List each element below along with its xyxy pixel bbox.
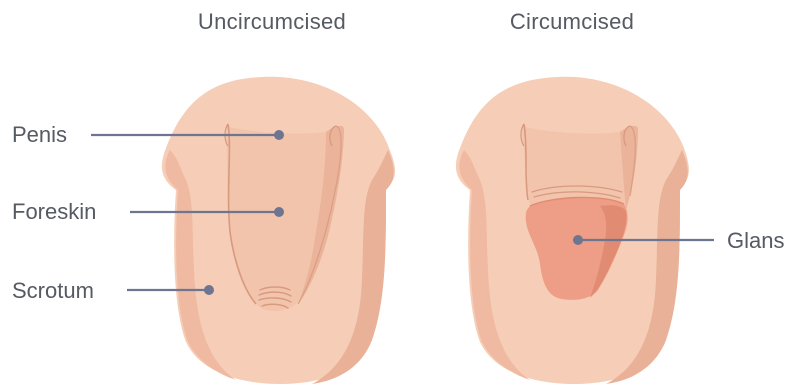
uncircumcised-illustration	[162, 77, 395, 384]
leader-dot-penis	[274, 130, 284, 140]
leader-dot-scrotum	[204, 285, 214, 295]
label-penis-text: Penis	[12, 122, 67, 147]
title-circumcised: Circumcised	[510, 9, 634, 34]
leader-dot-glans	[573, 235, 583, 245]
label-foreskin-text: Foreskin	[12, 199, 96, 224]
label-scrotum-text: Scrotum	[12, 278, 94, 303]
right-penis-shape	[522, 126, 636, 206]
title-uncircumcised: Uncircumcised	[198, 9, 346, 34]
label-glans-text: Glans	[727, 228, 784, 253]
circumcised-illustration	[456, 77, 689, 384]
leader-dot-foreskin	[274, 207, 284, 217]
